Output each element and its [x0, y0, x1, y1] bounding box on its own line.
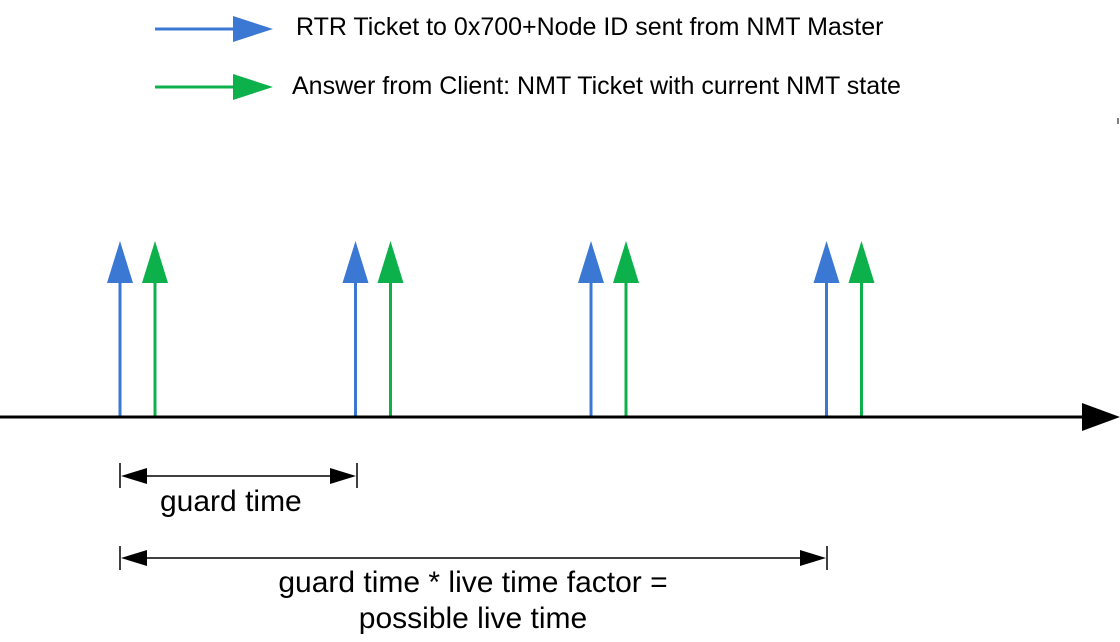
legend-answer-arrow-icon [155, 74, 273, 100]
rtr-request-arrow-1 [107, 241, 133, 417]
guard-time-label: guard time [160, 485, 302, 518]
event-arrows [107, 241, 875, 417]
guard-time-left-arrowhead-icon [121, 468, 147, 484]
client-answer-arrow-4 [848, 241, 875, 417]
guard-time-dimension [119, 463, 358, 488]
client-answer-arrow-3 [613, 241, 639, 417]
rtr-request-arrow-3 [578, 241, 604, 417]
live-time-left-arrowhead-icon [121, 550, 147, 566]
time-axis [0, 403, 1120, 431]
live-time-right-arrowhead-icon [800, 550, 826, 566]
time-axis-arrowhead-icon [1082, 403, 1120, 431]
legend-answer-label: Answer from Client: NMT Ticket with curr… [292, 72, 901, 100]
live-time-label-block: guard time * live time factor = possible… [200, 565, 746, 637]
legend-rtr-arrow-icon [155, 16, 273, 42]
legend-rtr-label: RTR Ticket to 0x700+Node ID sent from NM… [296, 13, 884, 41]
guard-time-right-arrowhead-icon [330, 468, 356, 484]
client-answer-arrow-2 [377, 241, 404, 417]
live-time-dimension [119, 546, 828, 570]
live-time-label-line1: guard time * live time factor = [278, 566, 668, 599]
rtr-request-arrow-2 [342, 241, 369, 417]
rtr-request-arrow-4 [813, 241, 840, 417]
legend [155, 16, 273, 100]
client-answer-arrow-1 [142, 241, 168, 417]
live-time-label-line2: possible live time [358, 602, 588, 635]
